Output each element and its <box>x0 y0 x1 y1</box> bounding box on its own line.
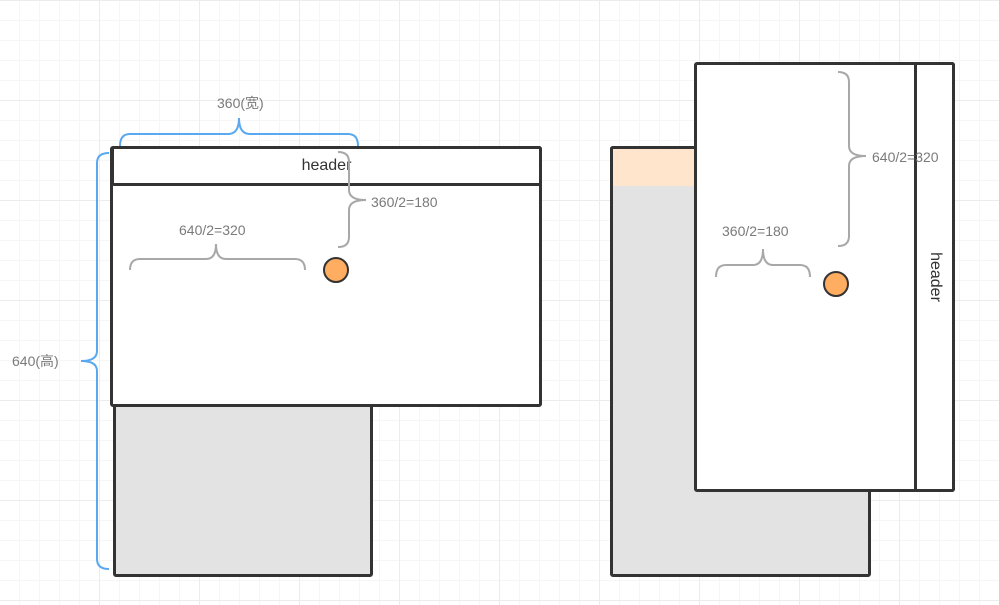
center-dot <box>323 257 349 283</box>
vertical-header-bar: header <box>914 62 955 492</box>
half-height-brace-right <box>837 71 867 247</box>
half-width-label-right: 360/2=180 <box>722 223 789 239</box>
half-width-brace <box>129 243 306 271</box>
center-dot-right <box>823 271 849 297</box>
half-width-brace-right <box>715 248 811 278</box>
half-height-label: 360/2=180 <box>371 194 438 210</box>
half-width-label: 640/2=320 <box>179 222 246 238</box>
height-label: 640(高) <box>12 353 59 369</box>
half-height-label-right: 640/2=320 <box>872 149 939 165</box>
width-brace <box>119 117 359 147</box>
half-height-brace <box>337 151 367 248</box>
height-brace <box>80 152 110 570</box>
header-label: header <box>301 157 352 174</box>
header-bar: header <box>111 146 542 186</box>
width-label: 360(宽) <box>217 95 264 111</box>
